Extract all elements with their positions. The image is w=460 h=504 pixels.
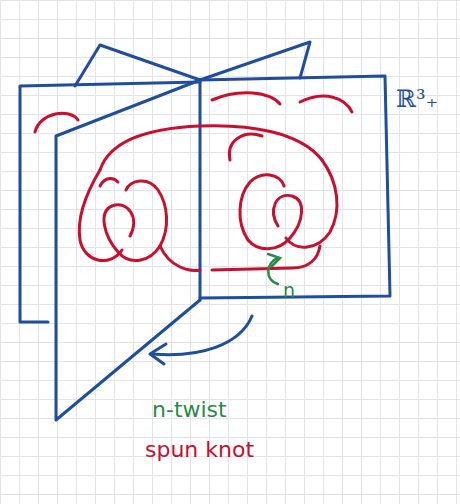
twist-arrow [268,254,280,284]
twist-caption: n-twist [152,398,227,422]
knot-strands [35,93,352,271]
twist-number: n [283,280,295,301]
space-label: ℝ³₊ [396,86,438,112]
knot-caption: spun knot [145,438,254,462]
half-planes [20,42,390,420]
